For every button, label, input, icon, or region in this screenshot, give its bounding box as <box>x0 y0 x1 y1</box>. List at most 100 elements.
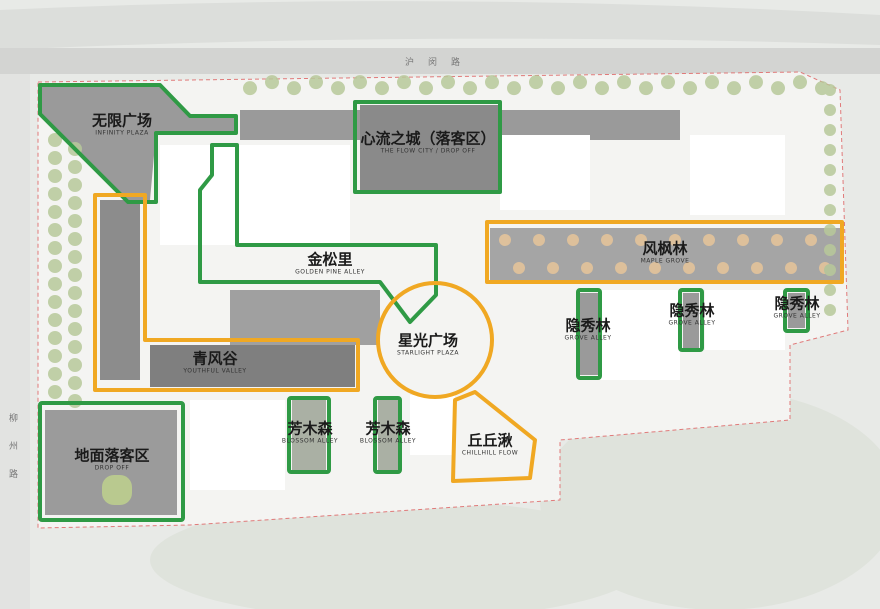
road-label-char: 州 <box>9 442 19 452</box>
zone-outline-drop-off[interactable] <box>38 401 185 522</box>
tree <box>48 259 62 273</box>
tree <box>617 75 631 90</box>
zone-name: 隐秀林 <box>669 301 715 320</box>
tree <box>48 331 62 345</box>
zone-name: 心流之城（落客区） <box>360 129 496 148</box>
zone-name: 芳木森 <box>287 419 333 438</box>
tree <box>824 164 836 176</box>
highway <box>0 1 880 50</box>
zone-outline-golden-pine[interactable] <box>198 143 438 324</box>
tree <box>513 262 525 274</box>
tree <box>824 104 836 116</box>
tree <box>68 322 82 336</box>
tree <box>635 234 647 246</box>
tree <box>751 262 763 274</box>
zone-outline-blossom-1[interactable] <box>287 396 331 474</box>
tree <box>68 358 82 372</box>
tree <box>683 262 695 274</box>
zone-outline-infinity-plaza[interactable] <box>38 83 238 204</box>
tree <box>331 81 345 96</box>
tree <box>507 81 521 96</box>
tree <box>68 178 82 192</box>
tree <box>824 184 836 196</box>
tree <box>68 268 82 282</box>
zone-outline-starlight-plaza[interactable] <box>376 281 494 399</box>
tree <box>615 262 627 274</box>
zone-name-en: BLOSSOM ALLEY <box>359 437 417 445</box>
zone-outline-grove-1[interactable] <box>576 288 602 380</box>
tree <box>785 262 797 274</box>
zone-outline-blossom-2[interactable] <box>373 396 402 474</box>
tree <box>601 234 613 246</box>
tree <box>824 204 836 216</box>
zone-name: 隐秀林 <box>565 316 611 335</box>
tree <box>309 75 323 90</box>
buildings <box>160 135 785 490</box>
tree <box>771 234 783 246</box>
tree <box>287 81 301 96</box>
tree <box>265 75 279 90</box>
tree <box>463 81 477 96</box>
tree <box>547 262 559 274</box>
tree <box>68 340 82 354</box>
paving <box>42 86 840 515</box>
tree <box>824 144 836 156</box>
tree <box>727 81 741 96</box>
zone-name-en: CHILLHILL FLOW <box>461 449 519 457</box>
tree <box>533 234 545 246</box>
tree <box>68 304 82 318</box>
tree <box>683 81 697 96</box>
tree <box>824 124 836 136</box>
tree <box>375 81 389 96</box>
zone-outline-chillhill-flow[interactable] <box>451 390 537 483</box>
tree <box>397 75 411 90</box>
tree <box>243 81 257 96</box>
zone-name: 隐秀林 <box>774 294 820 313</box>
zone-name-en: GROVE ALLEY <box>773 312 821 320</box>
dropoff-island <box>102 475 132 505</box>
tree <box>68 250 82 264</box>
zone-name-en: GOLDEN PINE ALLEY <box>295 268 365 276</box>
tree <box>48 223 62 237</box>
road-label-char: 柳 <box>9 414 19 424</box>
tree <box>48 277 62 291</box>
zone-name: 风枫林 <box>642 239 688 258</box>
tree <box>824 84 836 96</box>
zone-name: 地面落客区 <box>74 446 150 465</box>
zone-name-en: YOUTHFUL VALLEY <box>183 367 247 375</box>
tree <box>824 224 836 236</box>
tree <box>48 367 62 381</box>
zone-outline-youthful-valley[interactable] <box>93 193 360 392</box>
road-label-top: 沪闵路 <box>405 58 475 68</box>
tree <box>353 75 367 90</box>
tree <box>581 262 593 274</box>
trees <box>48 75 836 408</box>
zone-outline-grove-2[interactable] <box>678 288 704 352</box>
zone-outline-grove-3[interactable] <box>783 288 810 333</box>
tree <box>68 160 82 174</box>
tree <box>717 262 729 274</box>
zone-name-en: GROVE ALLEY <box>564 334 612 342</box>
tree <box>649 262 661 274</box>
label-flow-city: 心流之城（落客区）THE FLOW CITY / DROP OFF <box>360 129 496 156</box>
tree <box>485 75 499 90</box>
zone-name-en: INFINITY PLAZA <box>95 129 149 137</box>
tree <box>441 75 455 90</box>
tree <box>68 214 82 228</box>
tree <box>595 81 609 96</box>
tree <box>48 187 62 201</box>
zone-name: 芳木森 <box>365 419 411 438</box>
zone-outline-maple-grove[interactable] <box>485 220 844 284</box>
zone-outline-flow-city[interactable] <box>353 100 502 194</box>
